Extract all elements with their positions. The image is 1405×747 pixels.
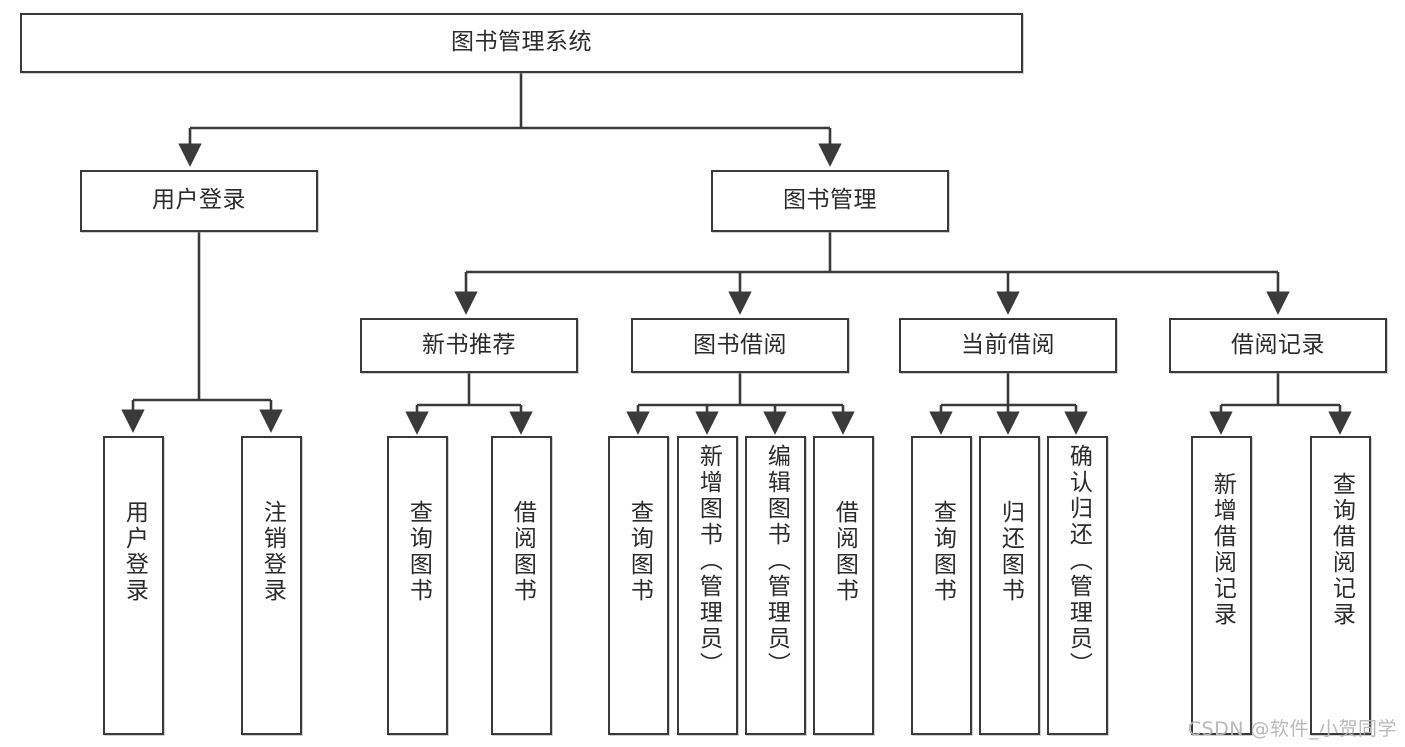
leaf-borrow-book[interactable]: 借阅图书 <box>813 436 874 735</box>
leaf-edit-book-admin[interactable]: 编辑图书（管理员） <box>745 436 806 735</box>
node-current-borrow[interactable]: 当前借阅 <box>899 318 1117 373</box>
node-label: 借阅图书 <box>831 500 858 604</box>
leaf-query-book-recommend[interactable]: 查询图书 <box>387 436 448 735</box>
node-label: 确认归还（管理员） <box>1065 444 1092 678</box>
leaf-query-book-borrow[interactable]: 查询图书 <box>608 436 669 735</box>
watermark-text: CSDN @软件_小贺同学 <box>1187 718 1397 740</box>
node-label: 图书管理系统 <box>451 29 592 56</box>
leaf-return-book[interactable]: 归还图书 <box>979 436 1040 735</box>
node-label: 新增借阅记录 <box>1209 472 1236 628</box>
leaf-query-borrow-record[interactable]: 查询借阅记录 <box>1310 436 1371 735</box>
node-label: 查询图书 <box>626 500 653 604</box>
node-label: 查询图书 <box>405 500 432 604</box>
leaf-add-borrow-record[interactable]: 新增借阅记录 <box>1191 436 1252 735</box>
leaf-logout[interactable]: 注销登录 <box>241 436 302 735</box>
node-label: 编辑图书（管理员） <box>763 444 790 678</box>
leaf-confirm-return-admin[interactable]: 确认归还（管理员） <box>1047 436 1108 735</box>
node-label: 用户登录 <box>152 187 246 214</box>
node-label: 新增图书（管理员） <box>695 444 722 678</box>
node-label: 归还图书 <box>997 500 1024 604</box>
leaf-add-book-admin[interactable]: 新增图书（管理员） <box>677 436 738 735</box>
node-label: 新书推荐 <box>422 331 516 358</box>
node-label: 用户登录 <box>121 500 148 604</box>
node-label: 查询图书 <box>929 500 956 604</box>
node-book-management[interactable]: 图书管理 <box>711 170 949 232</box>
node-label: 注销登录 <box>259 500 286 604</box>
node-label: 借阅记录 <box>1231 331 1325 358</box>
node-book-borrow[interactable]: 图书借阅 <box>631 318 849 373</box>
node-label: 查询借阅记录 <box>1328 472 1355 628</box>
node-user-login[interactable]: 用户登录 <box>80 170 318 232</box>
leaf-user-login[interactable]: 用户登录 <box>103 436 164 735</box>
leaf-borrow-book-recommend[interactable]: 借阅图书 <box>491 436 552 735</box>
node-borrow-record[interactable]: 借阅记录 <box>1169 318 1387 373</box>
node-book-management-system[interactable]: 图书管理系统 <box>20 13 1023 73</box>
node-label: 当前借阅 <box>961 331 1055 358</box>
node-label: 借阅图书 <box>509 500 536 604</box>
node-label: 图书借阅 <box>693 331 787 358</box>
node-new-book-recommend[interactable]: 新书推荐 <box>360 318 578 373</box>
node-label: 图书管理 <box>783 187 877 214</box>
leaf-query-book-current[interactable]: 查询图书 <box>911 436 972 735</box>
